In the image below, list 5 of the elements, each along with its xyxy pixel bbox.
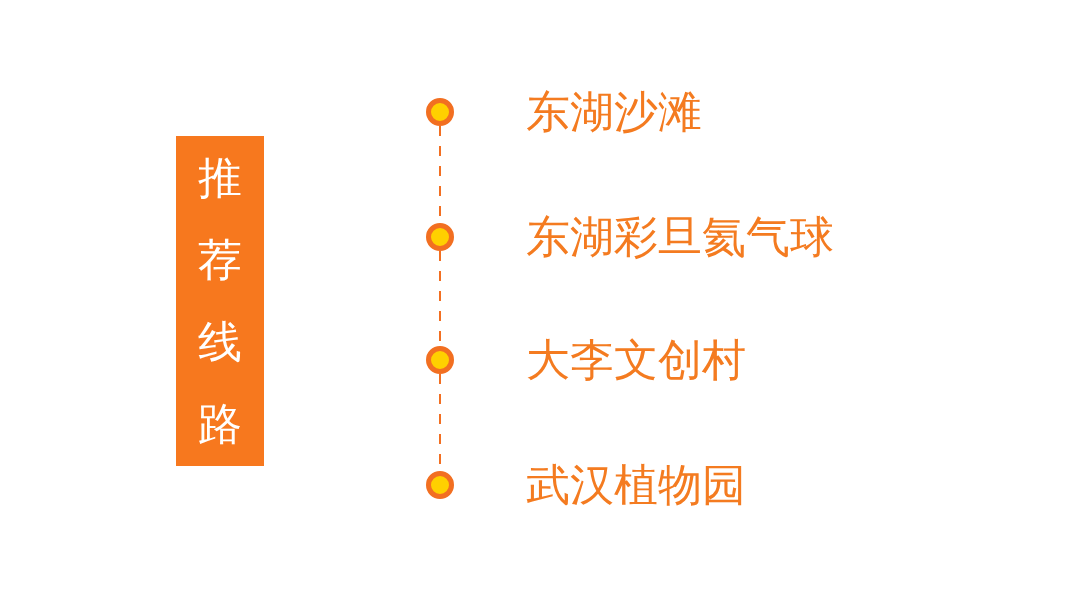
title-box: 推荐线路 [176,136,264,466]
place-name: 东湖沙滩 [526,86,702,138]
place-name: 武汉植物园 [526,459,746,511]
place-name: 大李文创村 [526,334,746,386]
place-name: 东湖彩旦氦气球 [526,211,834,263]
